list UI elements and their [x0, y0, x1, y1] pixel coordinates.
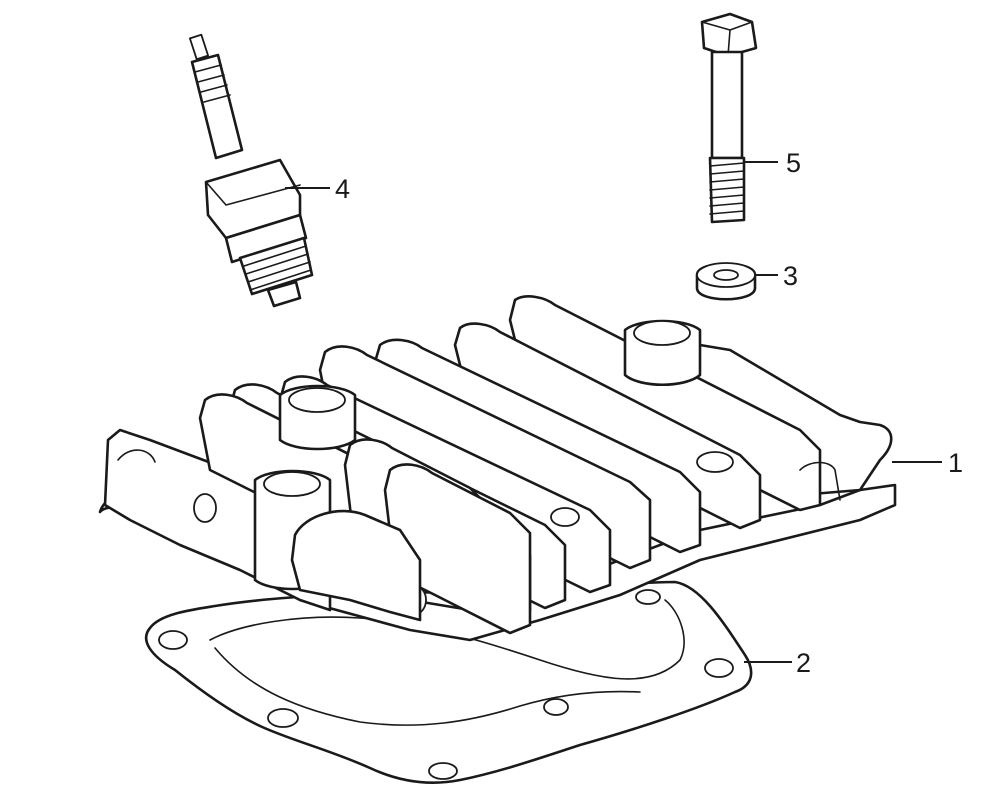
bolt-hole: [696, 451, 734, 473]
callout-4: 4: [335, 174, 350, 204]
boss-bore: [263, 471, 321, 497]
callout-2: 2: [796, 648, 811, 678]
washer: [695, 262, 757, 301]
callout-3: 3: [783, 261, 798, 291]
bolt-hole: [193, 493, 217, 523]
callout-5: 5: [786, 148, 801, 178]
gasket-hole: [635, 589, 661, 605]
boss-bore: [633, 320, 691, 346]
callout-1: 1: [948, 448, 963, 478]
bolt-hole: [550, 507, 580, 527]
head-gasket: [144, 580, 753, 784]
gasket-hole: [428, 762, 458, 780]
head-bolt: [700, 12, 758, 224]
gasket-hole: [543, 698, 569, 716]
gasket-hole: [267, 708, 299, 728]
cylinder-head: [98, 295, 897, 642]
gasket-hole: [158, 630, 188, 650]
boss-bore: [288, 387, 346, 413]
spark-plug: [188, 33, 314, 308]
gasket-hole: [704, 658, 734, 678]
